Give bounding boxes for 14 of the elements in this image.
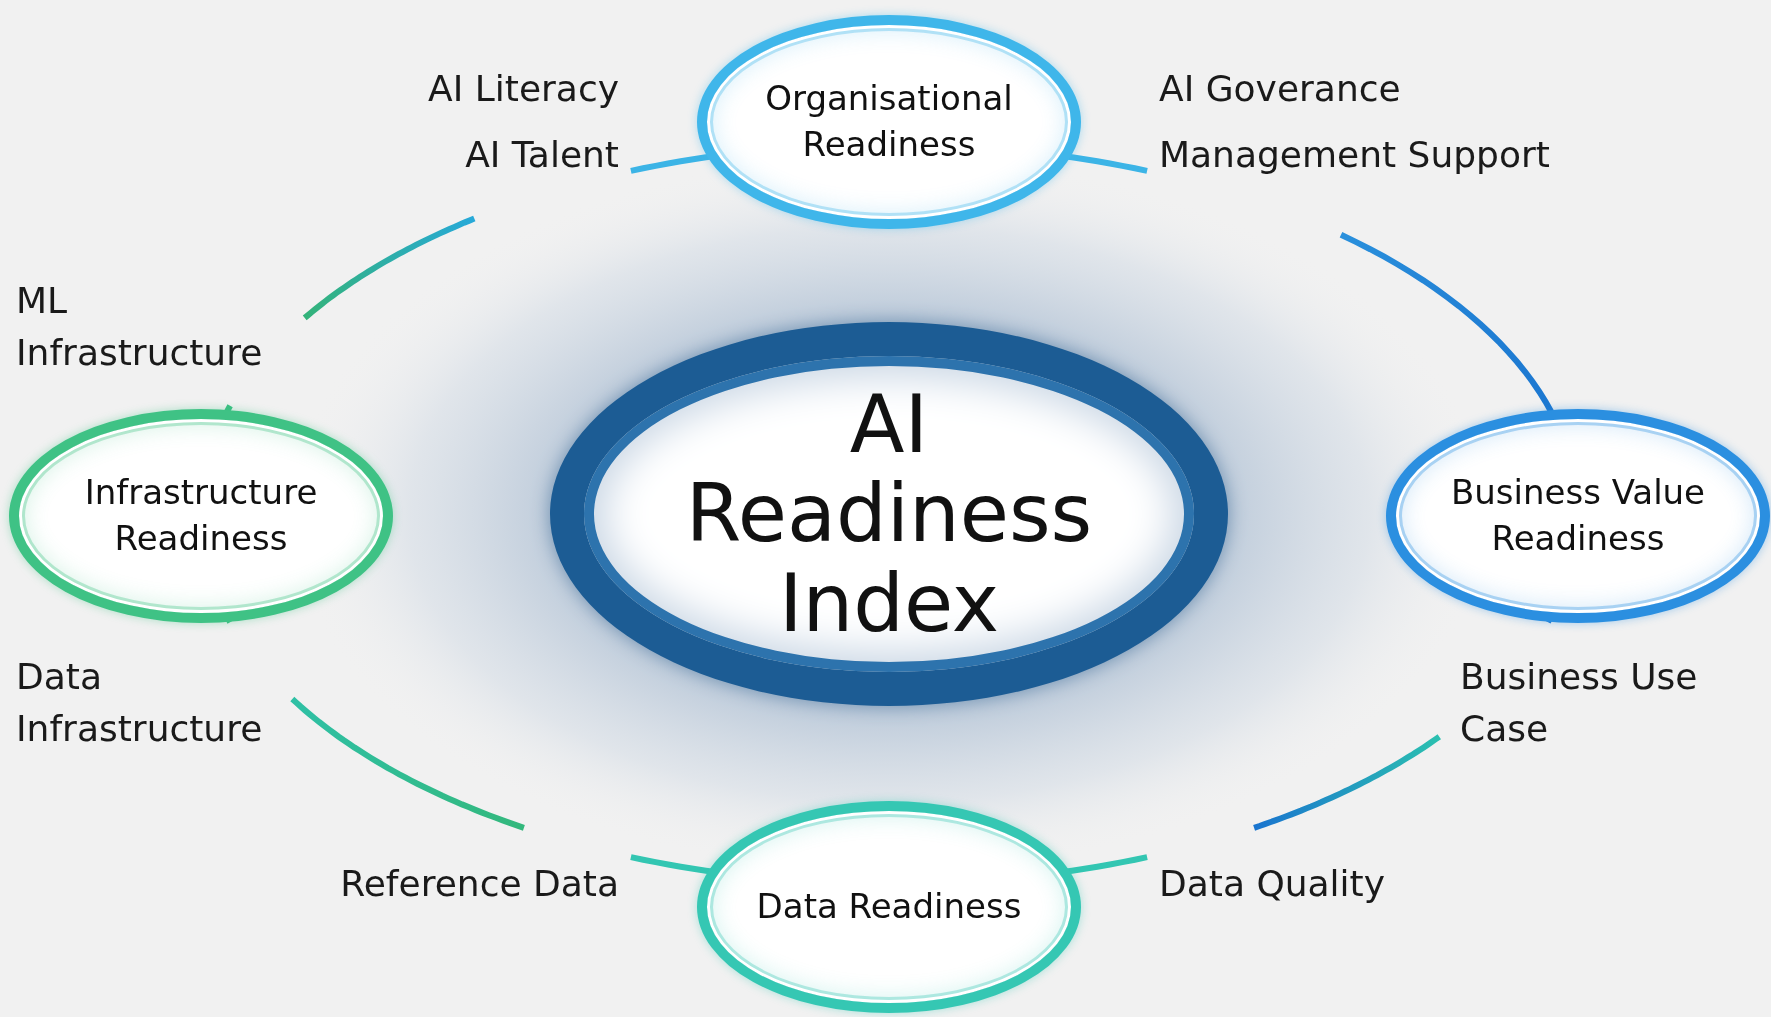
category-factor-label: Data Quality (1159, 862, 1386, 906)
category-factor-label: AI Literacy (428, 67, 619, 111)
category-factor-label: AI Goverance (1159, 67, 1401, 111)
category-factor-label: AI Talent (465, 133, 619, 177)
category-factor-label: Business Use Case (1460, 655, 1699, 752)
category-factor-label: Management Support (1159, 133, 1550, 177)
category-factor-label: Data Infrastructure (16, 655, 264, 752)
category-factor-label: ML Infrastructure (16, 279, 264, 376)
node-label: Data Readiness (755, 885, 1023, 929)
node-label: Business Value Readiness (1449, 471, 1707, 560)
node-label: Organisational Readiness (764, 77, 1014, 166)
title-label: AI Readiness Index (684, 379, 1094, 649)
node-label: Infrastructure Readiness (83, 471, 319, 560)
category-factor-label: Reference Data (340, 862, 619, 906)
